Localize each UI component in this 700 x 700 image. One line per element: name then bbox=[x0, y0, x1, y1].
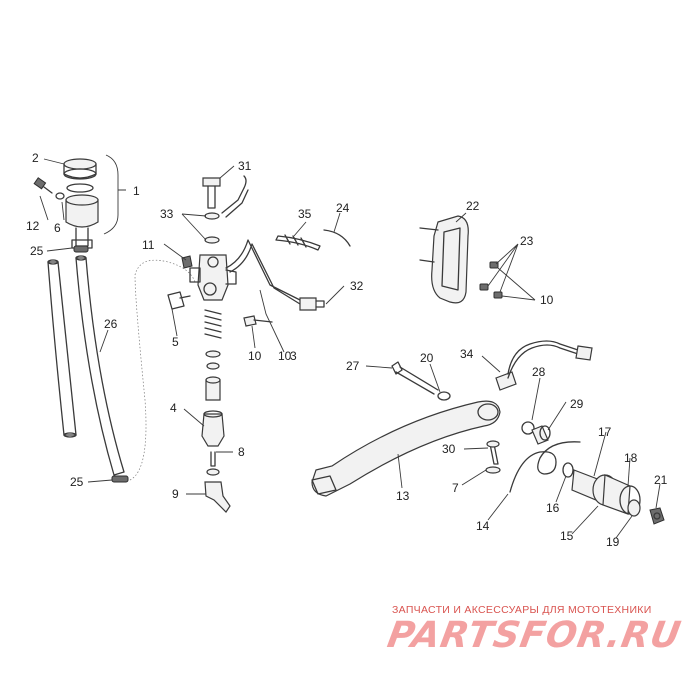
bushing bbox=[531, 425, 551, 445]
callout-5: 5 bbox=[172, 335, 179, 349]
callout-10b: 10 bbox=[540, 293, 554, 307]
pivot-washer bbox=[437, 391, 451, 401]
callout-22: 22 bbox=[466, 199, 480, 213]
callout-2: 2 bbox=[32, 151, 39, 165]
callout-29: 29 bbox=[570, 397, 584, 411]
callout-4: 4 bbox=[170, 401, 177, 415]
callout-6: 6 bbox=[54, 221, 61, 235]
reservoir-washer bbox=[55, 192, 65, 200]
callout-33: 33 bbox=[160, 207, 174, 221]
callout-9: 9 bbox=[172, 487, 179, 501]
speed-sensor bbox=[495, 340, 593, 391]
callout-3: 3 bbox=[290, 349, 297, 363]
reservoir-hose bbox=[75, 255, 125, 476]
shaft-nut bbox=[649, 507, 665, 525]
callout-13: 13 bbox=[396, 489, 410, 503]
banjo-bolt bbox=[202, 177, 221, 209]
watermark-logo: PARTSFOR.RU bbox=[384, 615, 685, 656]
callout-31: 31 bbox=[238, 159, 252, 173]
shaft-washer bbox=[562, 462, 574, 478]
piston-spring bbox=[204, 309, 222, 370]
callout-12: 12 bbox=[26, 219, 40, 233]
long-hose bbox=[47, 259, 77, 438]
return-spring bbox=[509, 441, 581, 493]
reservoir-bracket bbox=[419, 215, 469, 304]
callout-24: 24 bbox=[336, 201, 350, 215]
callout-1: 1 bbox=[133, 184, 140, 198]
callout-20: 20 bbox=[420, 351, 434, 365]
callout-34: 34 bbox=[460, 347, 474, 361]
master-cylinder bbox=[189, 254, 237, 301]
pedal-shaft bbox=[571, 469, 641, 515]
wire-spring bbox=[323, 229, 351, 247]
pushrod bbox=[206, 451, 220, 476]
rigid-pipe bbox=[221, 175, 301, 305]
callout-25b: 25 bbox=[70, 475, 84, 489]
pushrod-boot bbox=[201, 410, 225, 447]
callout-14: 14 bbox=[476, 519, 490, 533]
hose-fitting bbox=[167, 291, 191, 310]
callout-21: 21 bbox=[654, 473, 668, 487]
callout-17: 17 bbox=[598, 425, 612, 439]
callout-10c: 10 bbox=[278, 349, 292, 363]
clevis bbox=[204, 481, 231, 513]
pin-washer bbox=[485, 466, 501, 474]
callout-15: 15 bbox=[560, 529, 574, 543]
callout-7: 7 bbox=[452, 481, 459, 495]
callout-25a: 25 bbox=[30, 244, 44, 258]
callout-32: 32 bbox=[350, 279, 364, 293]
reservoir-cap bbox=[63, 158, 97, 180]
switch-rod bbox=[275, 234, 321, 251]
pivot-bolt bbox=[391, 361, 439, 395]
reservoir-screw bbox=[33, 177, 53, 194]
callout-10a: 10 bbox=[248, 349, 262, 363]
callout-23: 23 bbox=[520, 234, 534, 248]
callout-30: 30 bbox=[442, 442, 456, 456]
callout-18: 18 bbox=[624, 451, 638, 465]
callout-8: 8 bbox=[238, 445, 245, 459]
callout-27: 27 bbox=[346, 359, 360, 373]
callout-11: 11 bbox=[142, 238, 155, 252]
shaft-bushing bbox=[627, 499, 641, 517]
fluid-reservoir bbox=[65, 194, 99, 249]
callout-19: 19 bbox=[606, 535, 620, 549]
mounting-bolt bbox=[243, 315, 273, 327]
callout-28: 28 bbox=[532, 365, 546, 379]
brake-pedal bbox=[311, 400, 501, 497]
bracket-screws bbox=[479, 261, 503, 299]
bushing-o-ring bbox=[521, 421, 535, 435]
callout-35: 35 bbox=[298, 207, 312, 221]
spring-pin bbox=[486, 440, 500, 465]
reservoir-gasket bbox=[66, 183, 94, 193]
piston bbox=[205, 376, 221, 401]
hose-clamps bbox=[73, 245, 129, 483]
watermark-caption: ЗАПЧАСТИ И АКСЕССУАРЫ ДЛЯ МОТОТЕХНИКИ bbox=[392, 604, 652, 616]
callout-16: 16 bbox=[546, 501, 560, 515]
pipe-union bbox=[299, 297, 325, 311]
sealing-washers bbox=[204, 212, 220, 244]
callout-26: 26 bbox=[104, 317, 118, 331]
